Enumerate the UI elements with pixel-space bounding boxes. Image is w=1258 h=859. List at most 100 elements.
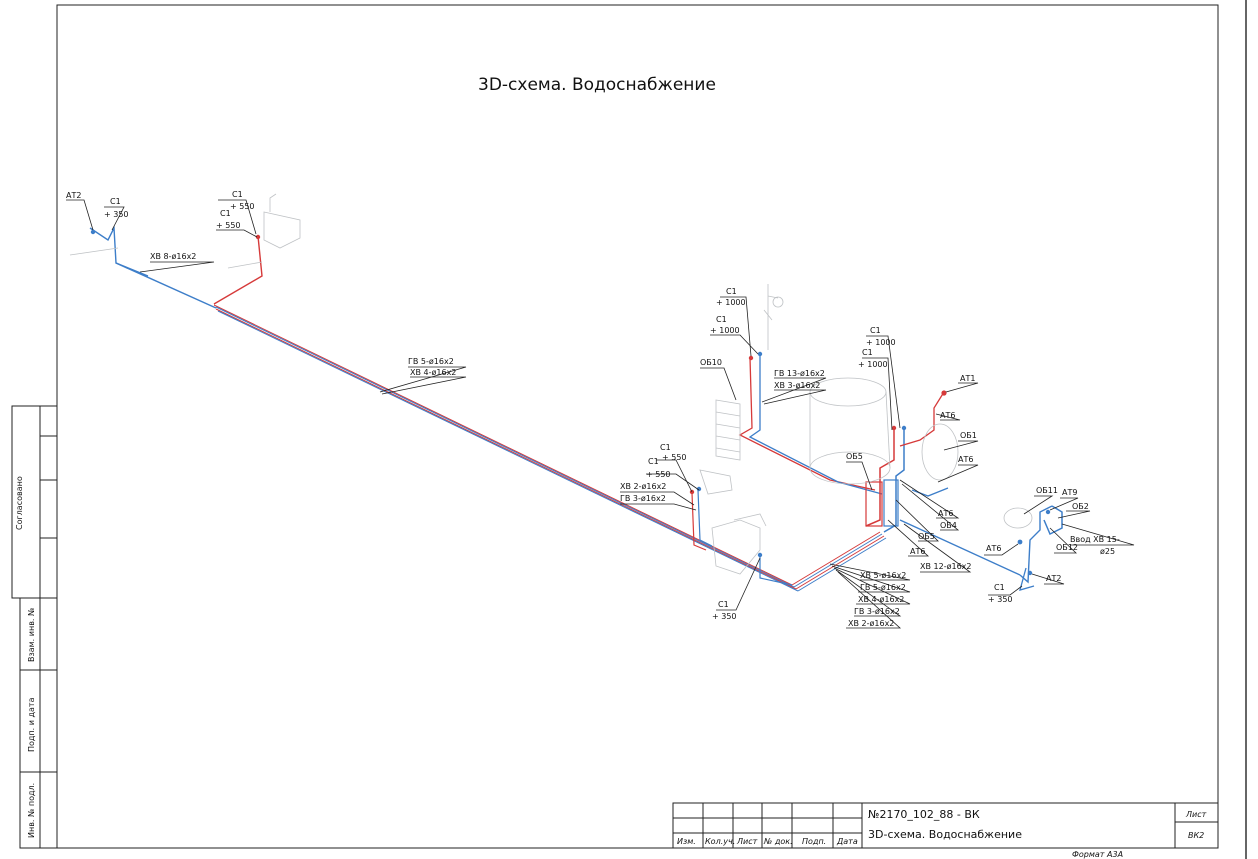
- valve-marker: [1045, 509, 1051, 515]
- tank-top: [809, 377, 887, 407]
- label-ob4: ОБ4: [940, 521, 957, 530]
- fixtures: [69, 193, 1033, 575]
- label-vvod: Ввод ХВ 15-: [1070, 535, 1120, 544]
- label-c1: С1: [994, 583, 1005, 592]
- hot-riser-tank: [865, 426, 895, 527]
- label-height: + 1000: [710, 326, 740, 335]
- side-stamp: Согласовано Взам. инв. № Подп. и дата Ин…: [11, 405, 58, 849]
- tb-sheet-label: Лист: [1185, 810, 1207, 819]
- label-at2-right: АТ2: [1046, 574, 1061, 583]
- label-height: + 1000: [716, 298, 746, 307]
- washbasin: [699, 469, 733, 495]
- valve-marker: [696, 486, 702, 492]
- label-height: + 550: [646, 470, 671, 479]
- label-c1: С1: [232, 190, 243, 199]
- floor-hint: [227, 261, 263, 269]
- floor-hint: [69, 247, 119, 256]
- cold-pipe-left-riser: [89, 225, 149, 277]
- label-gv5: ГВ 5-ø16х2: [408, 357, 454, 366]
- trunk-line-2: [215, 306, 795, 588]
- leader-lines: [66, 199, 1135, 629]
- label-height: + 550: [662, 453, 687, 462]
- label-ob10: ОБ10: [700, 358, 722, 367]
- label-vvod-d: ø25: [1100, 547, 1115, 556]
- valve-marker: [748, 355, 754, 361]
- label-c1: С1: [718, 600, 729, 609]
- valve-marker: [90, 229, 96, 235]
- label-height: + 1000: [858, 360, 888, 369]
- label-c1: С1: [220, 209, 231, 218]
- tb-col-kolch: Кол.уч.: [705, 837, 735, 846]
- trunk-line-4: [217, 310, 799, 592]
- label-xb8: ХВ 8-ø16х2: [150, 252, 196, 261]
- tb-name: 3D-схема. Водоснабжение: [868, 828, 1022, 841]
- label-height: + 350: [988, 595, 1013, 604]
- label-c1: С1: [648, 457, 659, 466]
- side-stamp-agreed: Согласовано: [15, 476, 24, 530]
- label-c1: С1: [716, 315, 727, 324]
- towel-dryer: [715, 399, 741, 461]
- cold-pipe-inlet: [1019, 505, 1053, 584]
- label-gv5: ГВ 5-ø16х2: [860, 583, 906, 592]
- label-ob5: ОБ5: [918, 532, 935, 541]
- valve-marker: [1027, 570, 1033, 576]
- label-ob5: ОБ5: [846, 452, 863, 461]
- label-xb2: ХВ 2-ø16х2: [848, 619, 894, 628]
- label-xb4: ХВ 4-ø16х2: [858, 595, 904, 604]
- label-height: + 550: [216, 221, 241, 230]
- cold-pipe-shower: [748, 354, 883, 495]
- label-at6: АТ6: [958, 455, 973, 464]
- label-height: + 550: [230, 202, 255, 211]
- tank-side: [885, 391, 891, 469]
- cold-pipe-xb12: [899, 519, 1021, 576]
- valve-marker: [891, 425, 897, 431]
- tb-code: №2170_102_88 - ВК: [868, 808, 980, 821]
- cold-pipe-wc: [759, 555, 793, 586]
- tb-col-list: Лист: [736, 837, 758, 846]
- label-ob2: ОБ2: [1072, 502, 1089, 511]
- side-stamp-inventory: Инв. № подл.: [27, 783, 36, 838]
- label-ob1: ОБ1: [960, 431, 977, 440]
- label-height: + 1000: [866, 338, 896, 347]
- shower-pipe: [763, 284, 779, 350]
- label-xb12: ХВ 12-ø16х2: [920, 562, 971, 571]
- shower-head: [772, 296, 784, 308]
- hot-pipe-at1: [899, 391, 945, 447]
- label-c1: С1: [862, 348, 873, 357]
- right-fixture: [1003, 507, 1033, 529]
- valve-marker: [1017, 539, 1023, 545]
- valve-marker: [757, 351, 763, 357]
- trunk-line-1: [213, 304, 793, 586]
- side-stamp-replace: Взам. инв. №: [27, 607, 36, 662]
- cold-pipe-xb8: [115, 262, 217, 309]
- cold-pipe-at2-right: [1019, 567, 1035, 591]
- label-c1: С1: [110, 197, 121, 206]
- tb-col-izm: Изм.: [677, 837, 696, 846]
- title-block: Изм. Кол.уч. Лист № док. Подп. Дата №217…: [672, 802, 1219, 859]
- tb-col-podp: Подп.: [802, 837, 826, 846]
- tb-sheet-value: ВК2: [1188, 831, 1204, 840]
- label-c1: С1: [870, 326, 881, 335]
- labels: АТ2 С1 + 350 ХВ 8-ø16х2 С1 + 550 С1 + 55…: [66, 190, 1120, 628]
- pipe-network: [89, 225, 1063, 592]
- label-c1: С1: [726, 287, 737, 296]
- valve-marker: [901, 425, 907, 431]
- label-at9: АТ9: [1062, 488, 1077, 497]
- manifold-hot-2: [795, 535, 885, 590]
- hot-pipe-washbasin: [691, 492, 707, 551]
- valve-marker: [255, 234, 261, 240]
- label-at1: АТ1: [960, 374, 975, 383]
- cold-pipe-vvod: [1043, 505, 1063, 536]
- label-gv3: ГВ 3-ø16х2: [620, 494, 666, 503]
- label-at2-top: АТ2: [66, 191, 81, 200]
- manifold-cold-1: [793, 533, 883, 588]
- manifold-block: [865, 481, 883, 527]
- label-ob12: ОБ12: [1056, 543, 1078, 552]
- wc: [711, 513, 767, 575]
- manifold-block: [883, 479, 899, 527]
- label-at6: АТ6: [910, 547, 925, 556]
- label-xb3: ХВ 3-ø16х2: [774, 381, 820, 390]
- sheet-frame: [56, 4, 1219, 849]
- label-gv3: ГВ 3-ø16х2: [854, 607, 900, 616]
- label-ob11: ОБ11: [1036, 486, 1058, 495]
